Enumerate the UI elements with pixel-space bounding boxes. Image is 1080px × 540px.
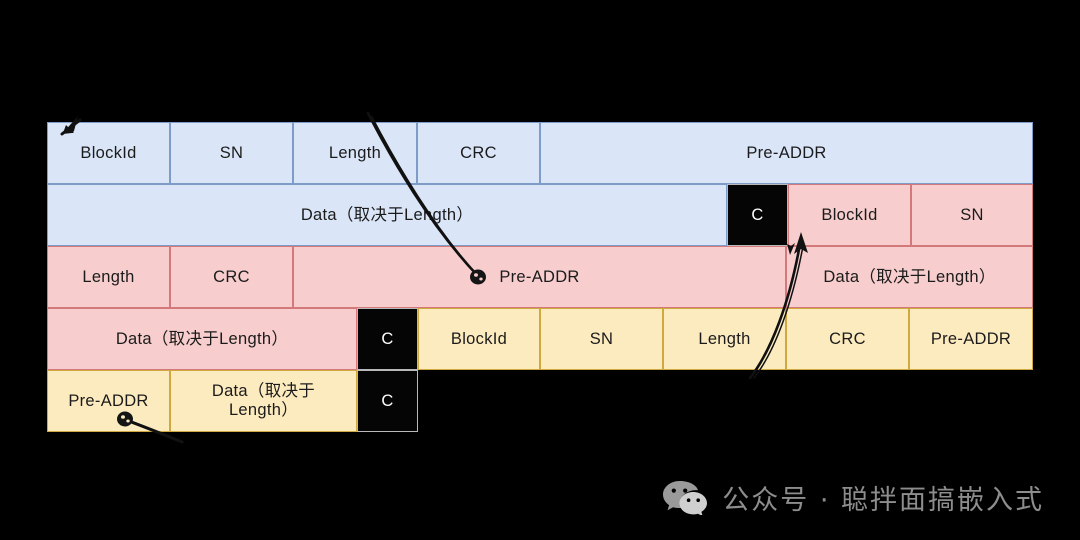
packet-cell: Length <box>293 122 417 184</box>
packet-cell: Pre-ADDR <box>47 370 170 432</box>
packet-cell: BlockId <box>418 308 540 370</box>
packet-cell: C <box>357 308 418 370</box>
packet-cell: C <box>357 370 418 432</box>
footer-watermark: 公众号 · 聪拌面搞嵌入式 <box>0 470 1080 524</box>
packet-cell: CRC <box>417 122 540 184</box>
packet-cell: Length <box>663 308 786 370</box>
packet-cell: SN <box>540 308 663 370</box>
packet-cell: Data（取决于Length） <box>47 184 727 246</box>
packet-cell: Length <box>47 246 170 308</box>
packet-cell: Pre-ADDR <box>909 308 1033 370</box>
packet-cell: Pre-ADDR <box>540 122 1033 184</box>
packet-cell: CRC <box>170 246 293 308</box>
packet-cell: SN <box>170 122 293 184</box>
wechat-icon <box>663 481 708 515</box>
footer-watermark-text: 公众号 · 聪拌面搞嵌入式 <box>722 484 1044 516</box>
packet-cell: SN <box>911 184 1033 246</box>
packet-cell: BlockId <box>788 184 911 246</box>
packet-cell: C <box>727 184 788 246</box>
packet-cell: Data（取决于Length） <box>786 246 1033 308</box>
packet-cell: Data（取决于 Length） <box>170 370 357 432</box>
packet-cell: BlockId <box>47 122 170 184</box>
packet-cell: CRC <box>786 308 909 370</box>
packet-cell: Pre-ADDR <box>293 246 786 308</box>
packet-cell: Data（取决于Length） <box>47 308 357 370</box>
